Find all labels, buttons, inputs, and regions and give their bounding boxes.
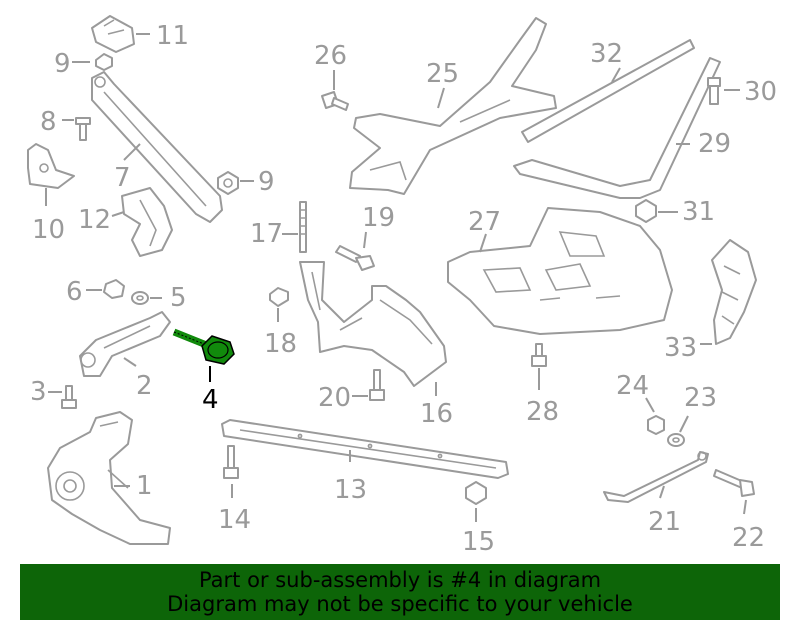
callout-30: 30 [744, 77, 777, 107]
part-11 [91, 15, 135, 53]
part-29 [513, 57, 721, 199]
callout-15: 15 [462, 527, 495, 557]
part-31 [635, 199, 657, 223]
callout-13: 13 [334, 475, 367, 505]
part-14 [223, 445, 239, 479]
callout-27: 27 [468, 207, 501, 237]
callout-18: 18 [264, 329, 297, 359]
callout-19: 19 [362, 203, 395, 233]
part-19 [335, 245, 375, 271]
part-4 [172, 328, 235, 365]
callout-4: 4 [202, 385, 219, 415]
part-22 [713, 469, 755, 497]
callout-25: 25 [426, 59, 459, 89]
part-16 [299, 261, 447, 387]
part-20 [369, 369, 385, 401]
banner-line-1: Part or sub-assembly is #4 in diagram [198, 568, 602, 592]
banner-line-2: Diagram may not be specific to your vehi… [167, 592, 633, 616]
callout-9-upper: 9 [54, 49, 71, 79]
callout-17: 17 [250, 219, 283, 249]
part-27 [447, 207, 673, 335]
part-12 [121, 187, 173, 257]
callout-11: 11 [156, 21, 189, 51]
callout-26: 26 [314, 41, 347, 71]
part-6 [103, 279, 125, 299]
part-17 [299, 201, 307, 253]
callout-21: 21 [648, 507, 681, 537]
callout-16: 16 [420, 399, 453, 429]
callout-9-lower: 9 [258, 167, 275, 197]
part-1 [47, 411, 171, 545]
callout-2: 2 [136, 371, 153, 401]
leader-lines [45, 33, 747, 522]
part-30 [707, 77, 721, 105]
part-33 [711, 239, 757, 345]
part-32 [521, 39, 695, 143]
part-15 [465, 481, 487, 505]
callout-7: 7 [114, 163, 131, 193]
callout-28: 28 [526, 397, 559, 427]
part-10 [27, 143, 75, 189]
callout-32: 32 [590, 39, 623, 69]
callout-10: 10 [32, 215, 65, 245]
callout-14: 14 [218, 505, 251, 535]
part-9-upper [95, 53, 113, 71]
part-9-lower [217, 171, 239, 195]
part-3 [61, 385, 77, 409]
info-banner: Part or sub-assembly is #4 in diagram Di… [20, 564, 780, 620]
part-5 [131, 291, 149, 305]
callout-33: 33 [664, 333, 697, 363]
part-23 [667, 433, 685, 447]
callout-22: 22 [732, 523, 765, 553]
part-2 [79, 311, 171, 377]
part-18 [269, 287, 289, 307]
part-21 [603, 451, 709, 503]
callout-31: 31 [682, 197, 715, 227]
parts-diagram: 11 9 8 7 9 10 12 6 5 2 3 4 1 26 25 32 29… [27, 15, 777, 557]
part-28 [531, 343, 547, 367]
part-24 [647, 415, 665, 435]
part-26 [321, 91, 349, 111]
callout-5: 5 [170, 283, 187, 313]
callout-6: 6 [66, 277, 83, 307]
callout-12: 12 [78, 205, 111, 235]
callout-1: 1 [136, 471, 153, 501]
callout-29: 29 [698, 129, 731, 159]
callout-24: 24 [616, 371, 649, 401]
part-7 [91, 71, 223, 223]
callout-8: 8 [40, 107, 57, 137]
callout-20: 20 [318, 383, 351, 413]
part-13 [221, 419, 509, 479]
part-25 [349, 17, 557, 195]
callout-labels: 11 9 8 7 9 10 12 6 5 2 3 4 1 26 25 32 29… [30, 21, 777, 557]
part-8 [75, 117, 91, 141]
callout-23: 23 [684, 383, 717, 413]
callout-3: 3 [30, 377, 47, 407]
